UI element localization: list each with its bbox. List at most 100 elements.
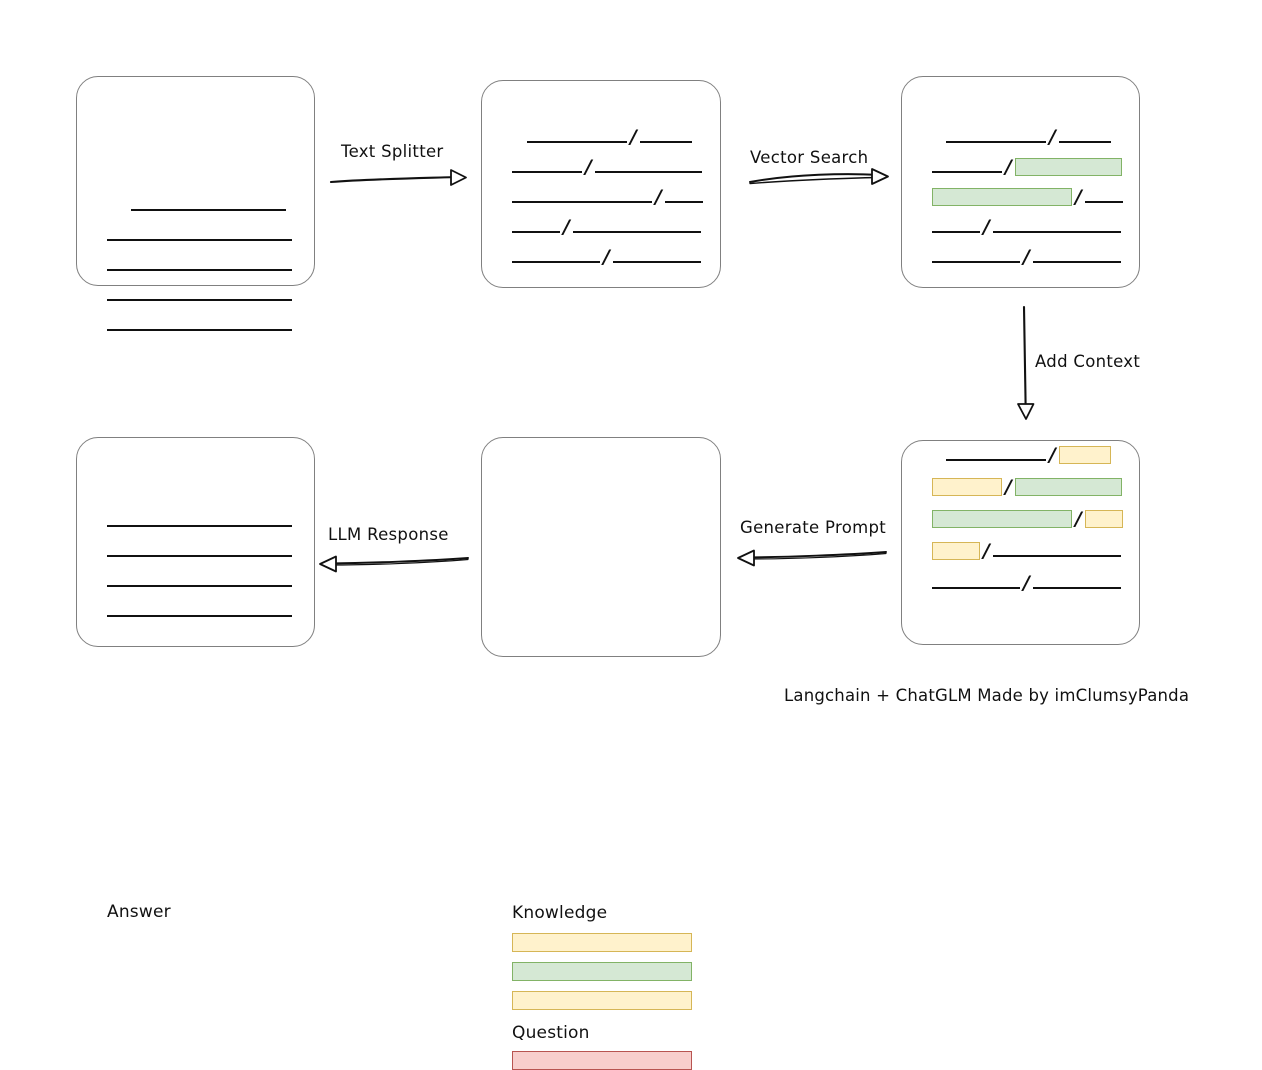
text-row: [107, 571, 292, 587]
segment-divider-slash: /: [1023, 246, 1030, 268]
text-line-segment: [932, 576, 1020, 589]
text-row: /: [932, 572, 1121, 594]
text-row: [107, 541, 292, 557]
text-row: /: [932, 540, 1121, 562]
text-line-segment: [946, 448, 1046, 461]
text-line-segment: [1059, 130, 1111, 143]
text-line-segment: [573, 220, 701, 233]
text-line-segment: [107, 514, 292, 527]
text-line-segment: [932, 220, 980, 233]
text-row: [107, 225, 292, 241]
text-line-segment: [107, 318, 292, 331]
segment-divider-slash: /: [655, 186, 662, 208]
segment-divider-slash: /: [1075, 186, 1082, 208]
highlight-chip-green: [932, 510, 1072, 528]
text-row: /: [932, 246, 1121, 268]
text-line-segment: [946, 130, 1046, 143]
segment-divider-slash: /: [1005, 156, 1012, 178]
text-line-segment: [993, 544, 1121, 557]
segment-divider-slash: /: [1005, 476, 1012, 498]
text-row: /: [932, 126, 1111, 148]
highlight-chip-green: [1015, 478, 1122, 496]
text-row: /: [512, 246, 701, 268]
text-row: /: [932, 508, 1123, 530]
answer-lines: [107, 438, 292, 646]
arrow-generate-prompt: [737, 549, 887, 567]
text-line-segment: [107, 574, 292, 587]
connector-label-generate-prompt: Generate Prompt: [740, 518, 886, 537]
text-line-segment: [932, 250, 1020, 263]
box-split-chunks[interactable]: / / / / /: [481, 80, 721, 288]
text-line-segment: [107, 258, 292, 271]
text-line-segment: [932, 160, 1002, 173]
text-line-segment: [107, 228, 292, 241]
box-prompt[interactable]: Knowledge Question: [481, 437, 721, 1070]
text-line-segment: [512, 190, 652, 203]
knowledge-bar-1: [512, 933, 692, 952]
text-line-segment: [527, 130, 627, 143]
text-line-segment: [640, 130, 692, 143]
text-line-segment: [512, 250, 600, 263]
box-source-document[interactable]: [76, 76, 315, 331]
text-line-segment: [512, 220, 560, 233]
highlight-chip-green: [1015, 158, 1122, 176]
text-line-segment: [107, 544, 292, 557]
text-line-segment: [613, 250, 701, 263]
segment-divider-slash: /: [1023, 572, 1030, 594]
box-answer[interactable]: Answer: [76, 437, 315, 922]
highlight-chip-yellow: [932, 542, 980, 560]
text-line-segment: [1033, 576, 1121, 589]
text-line-segment: [107, 604, 292, 617]
box-matched-chunks[interactable]: / / / / /: [901, 76, 1140, 288]
arrow-vector-search: [749, 168, 889, 185]
question-label: Question: [512, 1023, 590, 1043]
text-row: /: [512, 186, 703, 208]
text-row: /: [932, 156, 1122, 178]
text-row: /: [512, 216, 701, 238]
answer-title: Answer: [107, 902, 171, 922]
text-line-segment: [665, 190, 703, 203]
knowledge-label: Knowledge: [512, 903, 608, 923]
highlight-chip-yellow: [1085, 510, 1123, 528]
segment-divider-slash: /: [563, 216, 570, 238]
connector-label-vector-search: Vector Search: [750, 148, 869, 167]
text-row: [107, 511, 292, 527]
text-row: /: [512, 156, 702, 178]
connector-label-llm-response: LLM Response: [328, 525, 449, 544]
text-line-segment: [595, 160, 702, 173]
segment-divider-slash: /: [1075, 508, 1082, 530]
text-line-segment: [512, 160, 582, 173]
text-line-segment: [1033, 250, 1121, 263]
text-row: [107, 315, 292, 331]
connector-label-add-context: Add Context: [1035, 352, 1141, 371]
text-row: /: [932, 476, 1122, 498]
segment-divider-slash: /: [1049, 126, 1056, 148]
arrow-text-splitter: [329, 169, 467, 186]
connector-label-text-splitter: Text Splitter: [341, 142, 444, 161]
knowledge-bar-3: [512, 991, 692, 1010]
box-context-chunks[interactable]: / / / / /: [901, 440, 1140, 645]
segment-divider-slash: /: [585, 156, 592, 178]
highlight-chip-green: [932, 188, 1072, 206]
highlight-chip-yellow: [932, 478, 1002, 496]
segment-divider-slash: /: [1049, 444, 1056, 466]
source-document-lines: [107, 77, 292, 331]
segment-divider-slash: /: [630, 126, 637, 148]
footer-credit: Langchain + ChatGLM Made by imClumsyPand…: [784, 686, 1190, 705]
text-line-segment: [131, 198, 286, 211]
diagram-canvas: Text Splitter ///// Vector Search ///// …: [76, 76, 1190, 1070]
arrow-llm-response: [319, 555, 469, 573]
text-row: [107, 195, 286, 211]
text-row: [107, 285, 292, 301]
split-chunks-lines: / / / / /: [512, 81, 703, 287]
question-bar-1: [512, 1051, 692, 1070]
highlight-chip-yellow: [1059, 446, 1111, 464]
text-row: [107, 601, 292, 617]
text-line-segment: [1085, 190, 1123, 203]
knowledge-bar-2: [512, 962, 692, 981]
text-row: /: [932, 186, 1123, 208]
segment-divider-slash: /: [983, 216, 990, 238]
segment-divider-slash: /: [603, 246, 610, 268]
matched-chunks-lines: / / / / /: [932, 77, 1123, 287]
segment-divider-slash: /: [983, 540, 990, 562]
